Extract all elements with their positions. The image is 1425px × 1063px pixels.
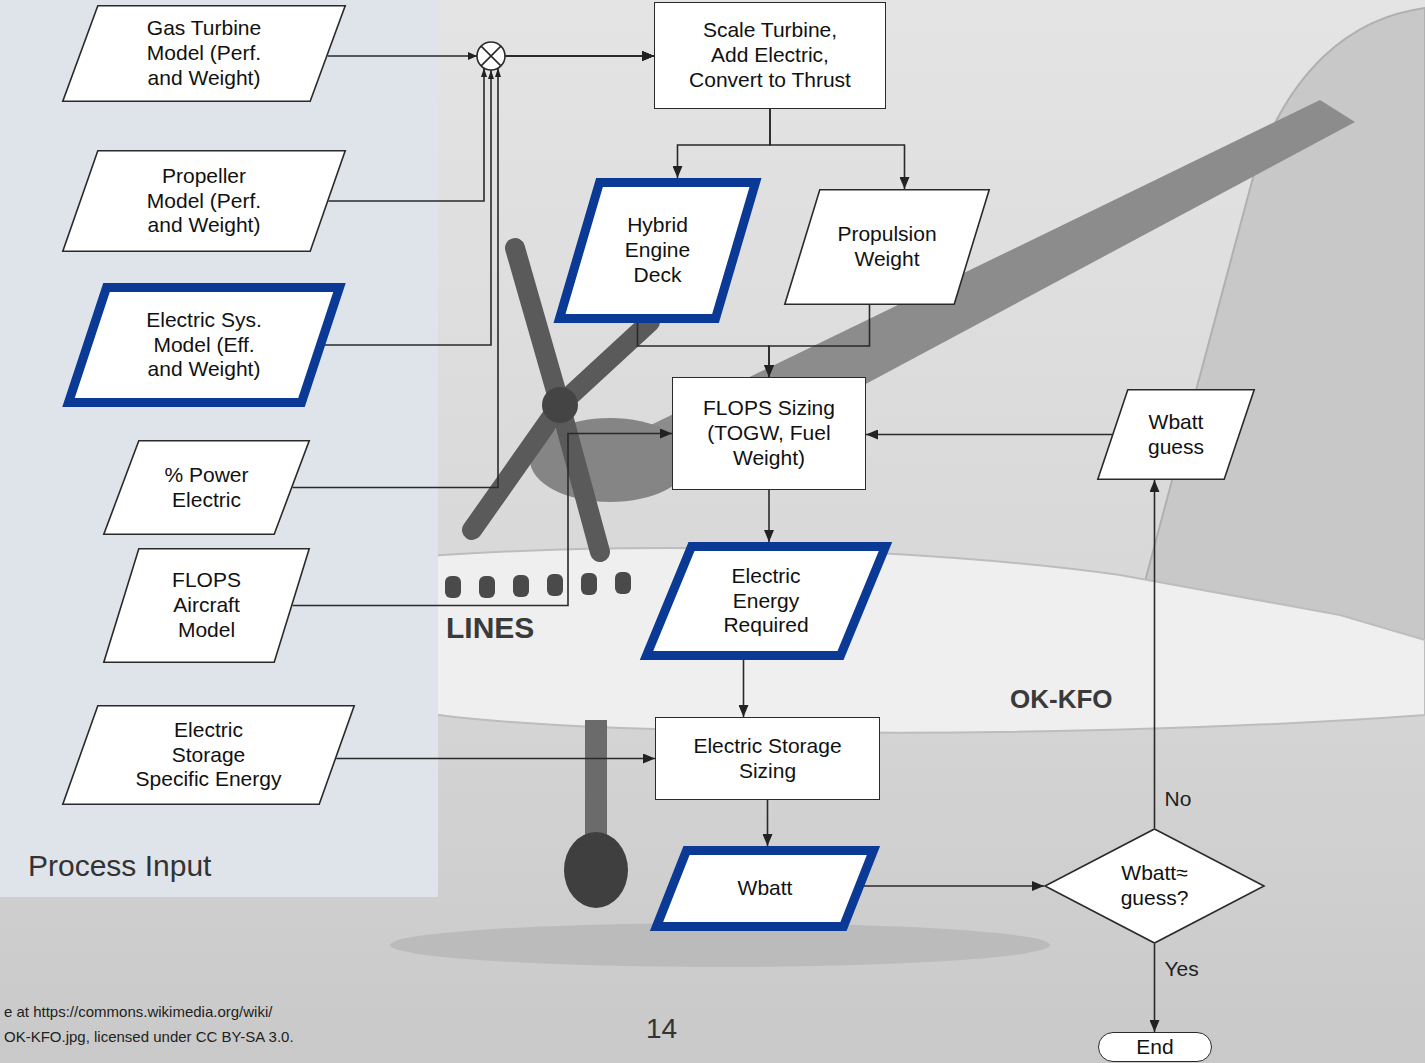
flow-arrow xyxy=(769,305,870,377)
node-label: Electric Sys. Model (Eff. and Weight) xyxy=(139,308,269,382)
livery-text: LINES xyxy=(446,610,534,646)
node-label: Propeller Model (Perf. and Weight) xyxy=(139,164,269,238)
node-label: Gas Turbine Model (Perf. and Weight) xyxy=(139,16,269,90)
decision-diamond: Wbatt≈ guess? xyxy=(1044,828,1265,944)
data-box: Hybrid Engine Deck xyxy=(555,178,760,323)
node-label: % Power Electric xyxy=(147,463,267,513)
arrowhead xyxy=(468,52,477,60)
window xyxy=(479,576,495,598)
window xyxy=(513,575,529,597)
input-box: Electric Sys. Model (Eff. and Weight) xyxy=(64,283,344,407)
window xyxy=(581,573,597,595)
node-label: Electric Storage Sizing xyxy=(678,734,858,784)
flow-arrow xyxy=(743,660,745,717)
shape-outline xyxy=(104,441,309,534)
blade xyxy=(560,405,600,552)
fuselage xyxy=(380,548,1425,733)
input-box: % Power Electric xyxy=(103,440,310,535)
junction-circle xyxy=(477,42,505,70)
shape-outline xyxy=(63,706,354,804)
node-label: Hybrid Engine Deck xyxy=(608,213,708,287)
arrowhead xyxy=(488,70,494,79)
shape-outline xyxy=(647,547,886,656)
node-label: Wbatt xyxy=(690,876,840,901)
wing xyxy=(620,100,1355,478)
flow-arrow xyxy=(638,323,770,377)
node-label: End xyxy=(1136,1035,1173,1060)
node-label: FLOPS Aircraft Model xyxy=(147,568,267,642)
image-credit: e at https://commons.wikimedia.org/wiki/ xyxy=(4,1003,272,1021)
shape-outline xyxy=(785,190,989,304)
node-label: Wbatt≈ guess? xyxy=(1110,861,1200,911)
branch-label: Yes xyxy=(1165,956,1199,981)
data-box: Propulsion Weight xyxy=(784,189,990,305)
blade xyxy=(515,248,560,405)
node-label: Wbatt guess xyxy=(1136,410,1216,460)
data-box: Wbatt xyxy=(652,846,878,931)
input-box: Propeller Model (Perf. and Weight) xyxy=(62,150,346,252)
propeller-hub xyxy=(542,387,578,423)
node-label: Electric Energy Required xyxy=(711,564,821,638)
blade xyxy=(560,322,650,405)
window xyxy=(615,572,631,594)
shape-outline xyxy=(1045,829,1264,943)
cabin-windows xyxy=(445,572,631,598)
flow-arrow xyxy=(768,490,770,542)
landing-gear-strut xyxy=(585,720,607,850)
junction-cross xyxy=(481,46,501,66)
shape-outline xyxy=(560,183,756,319)
node-label: FLOPS Sizing (TOGW, Fuel Weight) xyxy=(689,396,849,470)
shape-outline xyxy=(63,151,345,251)
branch-label: No xyxy=(1165,786,1192,811)
data-box: Wbatt guess xyxy=(1097,389,1255,480)
panel-heading: Process Input xyxy=(28,848,211,883)
terminator-pill: End xyxy=(1098,1032,1212,1062)
flow-arrow xyxy=(336,758,655,760)
arrowhead xyxy=(495,68,501,77)
junction-cross xyxy=(481,46,501,66)
flow-arrow xyxy=(864,885,1044,887)
blade xyxy=(472,405,560,530)
registration-mark: OK-KFO xyxy=(1010,684,1113,715)
node-label: Electric Storage Specific Energy xyxy=(135,718,283,792)
flow-arrow xyxy=(678,109,771,178)
shape-outline xyxy=(1098,390,1254,479)
image-credit: OK-KFO.jpg, licensed under CC BY-SA 3.0. xyxy=(4,1028,294,1046)
input-box: FLOPS Aircraft Model xyxy=(103,548,310,663)
arrowhead xyxy=(481,68,487,77)
process-box: FLOPS Sizing (TOGW, Fuel Weight) xyxy=(672,377,866,490)
flow-arrow xyxy=(770,109,905,189)
tail-fin xyxy=(1140,8,1425,650)
input-box: Electric Storage Specific Energy xyxy=(62,705,355,805)
landing-gear-wheel xyxy=(564,832,628,908)
flow-arrow xyxy=(1154,480,1156,828)
shape-outline xyxy=(63,6,345,101)
data-box: Electric Energy Required xyxy=(642,542,890,660)
flow-arrow xyxy=(767,800,769,846)
process-box: Electric Storage Sizing xyxy=(655,717,880,800)
window xyxy=(445,576,461,598)
window xyxy=(547,574,563,596)
page-number: 14 xyxy=(646,1012,677,1046)
shape-outline xyxy=(657,851,874,927)
flow-arrow xyxy=(866,434,1112,436)
input-panel: Process Input Gas Turbine Model (Perf. an… xyxy=(0,0,438,897)
node-label: Propulsion Weight xyxy=(827,222,947,272)
shape-outline xyxy=(69,288,340,403)
shape-outline xyxy=(104,549,309,662)
flow-arrow xyxy=(1154,944,1156,1032)
input-box: Gas Turbine Model (Perf. and Weight) xyxy=(62,5,346,102)
process-box: Scale Turbine, Add Electric, Convert to … xyxy=(654,2,886,109)
node-label: Scale Turbine, Add Electric, Convert to … xyxy=(685,18,855,92)
